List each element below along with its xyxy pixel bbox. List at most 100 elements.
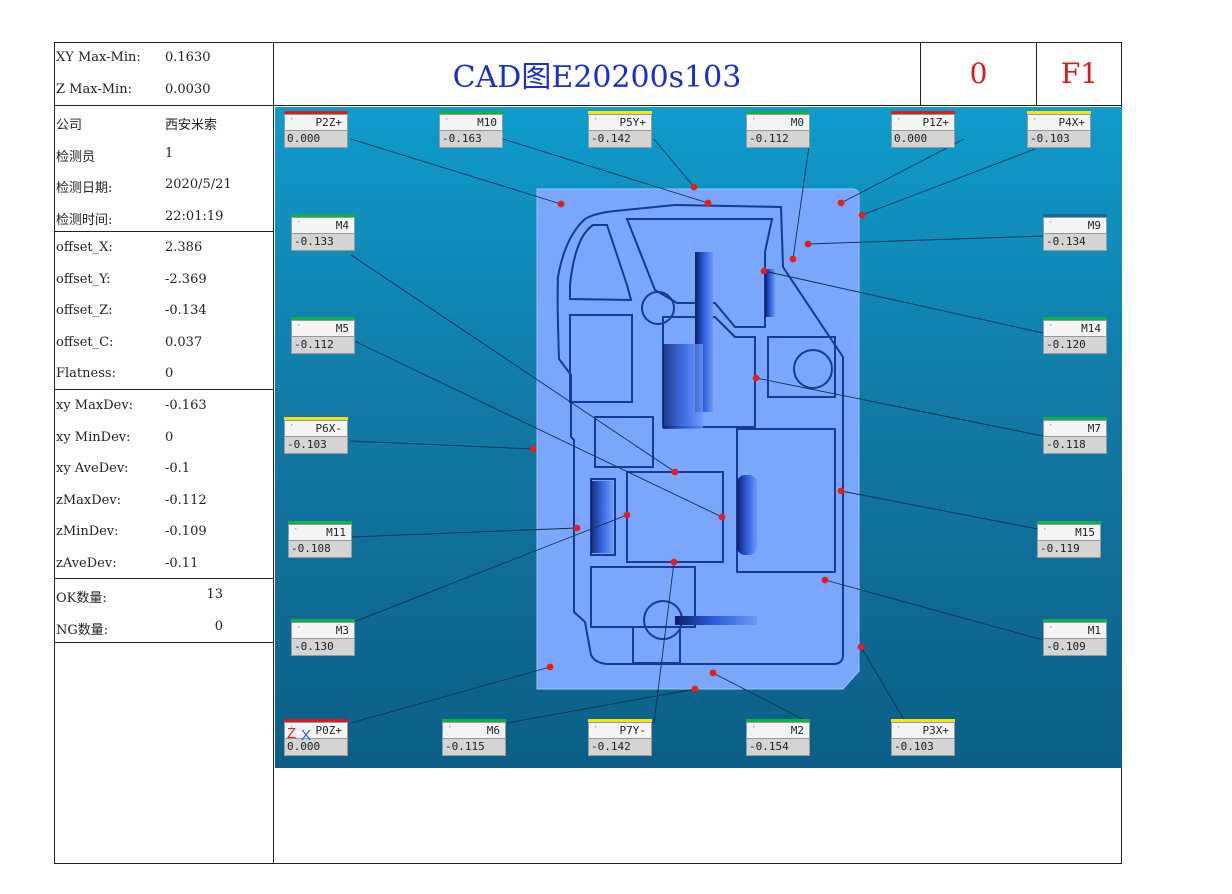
- probe-point[interactable]: [691, 685, 699, 693]
- leader-line: [712, 672, 811, 724]
- measure-tag-p6x[interactable]: ·P6X--0.103: [284, 417, 348, 457]
- measure-tag-m0[interactable]: ·M0-0.112: [746, 111, 810, 151]
- tag-header: ·P0Z+: [284, 722, 348, 739]
- probe-point[interactable]: [837, 487, 845, 495]
- probe-point[interactable]: [529, 445, 537, 453]
- probe-point[interactable]: [709, 669, 717, 677]
- stat-label: offset_X:: [56, 240, 113, 255]
- status-bar: [891, 111, 955, 114]
- leader-line: [755, 377, 1044, 437]
- measure-tag-m11[interactable]: ·M11-0.108: [288, 521, 352, 561]
- probe-point[interactable]: [837, 199, 845, 207]
- measure-tag-m6[interactable]: ·M6-0.115: [442, 719, 506, 759]
- cad-viewport[interactable]: ·P2Z+0.000·M10-0.163·P5Y+-0.142·M0-0.112…: [275, 107, 1122, 768]
- probe-point[interactable]: [804, 240, 812, 248]
- tag-header: ·M2: [746, 722, 810, 739]
- stat-row: offset_Z:-0.134: [54, 295, 273, 327]
- tag-value: -0.112: [294, 338, 334, 351]
- measure-tag-p2z[interactable]: ·P2Z+0.000: [284, 111, 348, 151]
- bullet-icon: ·: [1032, 115, 1038, 125]
- probe-point[interactable]: [718, 513, 726, 521]
- tag-header: ·P1Z+: [891, 114, 955, 131]
- tag-value: 0.000: [287, 740, 321, 753]
- probe-point[interactable]: [623, 511, 631, 519]
- stat-value: -2.369: [165, 271, 207, 287]
- leader-line: [506, 688, 696, 724]
- status-bar: [1043, 619, 1107, 622]
- stat-row: XY Max-Min:0.1630: [54, 42, 273, 74]
- stat-label: xy MinDev:: [56, 429, 131, 445]
- tag-value-box: 0.000: [284, 739, 348, 756]
- stat-row: zMaxDev:-0.112: [54, 485, 273, 517]
- measure-tag-p0z[interactable]: ·P0Z+0.000: [284, 719, 348, 759]
- tag-name: M9: [1087, 219, 1101, 232]
- tag-value: -0.119: [1040, 542, 1080, 555]
- leader-line: [807, 235, 1044, 245]
- x-axis-label: X: [301, 727, 312, 744]
- measure-tag-p5y[interactable]: ·P5Y+-0.142: [588, 111, 652, 151]
- stat-label: NG数量:: [56, 622, 109, 638]
- leader-line: [350, 254, 676, 473]
- status-bar: [439, 111, 503, 114]
- stat-row: zMinDev:-0.109: [54, 516, 273, 548]
- bullet-icon: ·: [293, 525, 299, 535]
- stat-row: xy MinDev: 0: [54, 422, 273, 454]
- measure-tag-p4x[interactable]: ·P4X+-0.103: [1027, 111, 1091, 151]
- tag-value-box: -0.115: [442, 739, 506, 756]
- probe-point[interactable]: [858, 211, 866, 219]
- title-bar: CAD图E20200s103 0 F1: [274, 42, 1122, 106]
- stat-row: zAveDev: -0.11: [54, 548, 273, 580]
- probe-point[interactable]: [546, 663, 554, 671]
- measure-tag-m10[interactable]: ·M10-0.163: [439, 111, 503, 151]
- status-bar: [588, 719, 652, 722]
- tag-value: -0.142: [591, 132, 631, 145]
- tag-name: M7: [1087, 422, 1101, 435]
- probe-point[interactable]: [670, 558, 678, 566]
- stat-label: zAveDev:: [56, 555, 117, 571]
- probe-point[interactable]: [760, 267, 768, 275]
- stat-label: zMinDev:: [56, 524, 119, 540]
- tag-name: M0: [790, 116, 804, 129]
- probe-point[interactable]: [573, 524, 581, 532]
- probe-point[interactable]: [671, 468, 679, 476]
- tag-value: -0.154: [749, 740, 789, 753]
- bullet-icon: ·: [751, 115, 757, 125]
- stat-value: 西安米索: [165, 118, 218, 133]
- function-key-button[interactable]: F1: [1060, 57, 1099, 90]
- measure-tag-m3[interactable]: ·M3-0.130: [291, 619, 355, 659]
- probe-point[interactable]: [821, 576, 829, 584]
- tag-value: -0.103: [1030, 132, 1070, 145]
- measure-tag-p1z[interactable]: ·P1Z+0.000: [891, 111, 955, 151]
- measure-tag-m9[interactable]: ·M9-0.134: [1043, 214, 1107, 254]
- measure-tag-m14[interactable]: ·M14-0.120: [1043, 317, 1107, 357]
- measure-tag-m15[interactable]: ·M15-0.119: [1037, 521, 1101, 561]
- measure-tag-p7y[interactable]: ·P7Y--0.142: [588, 719, 652, 759]
- bullet-icon: ·: [289, 723, 295, 733]
- tag-name: P6X-: [315, 422, 343, 435]
- measure-tag-m5[interactable]: ·M5-0.112: [291, 317, 355, 357]
- bullet-icon: ·: [593, 115, 599, 125]
- stat-value: 2.386: [165, 240, 203, 255]
- probe-point[interactable]: [704, 199, 712, 207]
- stat-value: 0: [165, 429, 174, 445]
- measure-tag-m2[interactable]: ·M2-0.154: [746, 719, 810, 759]
- stat-label: 检测日期:: [56, 181, 113, 197]
- measure-tag-m7[interactable]: ·M7-0.118: [1043, 417, 1107, 457]
- probe-point[interactable]: [857, 643, 865, 651]
- probe-point[interactable]: [752, 374, 760, 382]
- outer-contour: [556, 203, 844, 665]
- tag-value-box: 0.000: [891, 131, 955, 148]
- measure-tag-m1[interactable]: ·M1-0.109: [1043, 619, 1107, 659]
- stat-label: offset_Z:: [56, 303, 113, 319]
- bullet-icon: ·: [296, 321, 302, 331]
- measure-tag-p3x[interactable]: ·P3X+-0.103: [891, 719, 955, 759]
- probe-point[interactable]: [690, 183, 698, 191]
- stat-value: -0.11: [165, 555, 199, 571]
- tag-value-box: -0.118: [1043, 437, 1107, 454]
- probe-point[interactable]: [557, 200, 565, 208]
- probe-point[interactable]: [789, 255, 797, 263]
- measure-tag-m4[interactable]: ·M4-0.133: [291, 214, 355, 254]
- tag-header: ·M11: [288, 524, 352, 541]
